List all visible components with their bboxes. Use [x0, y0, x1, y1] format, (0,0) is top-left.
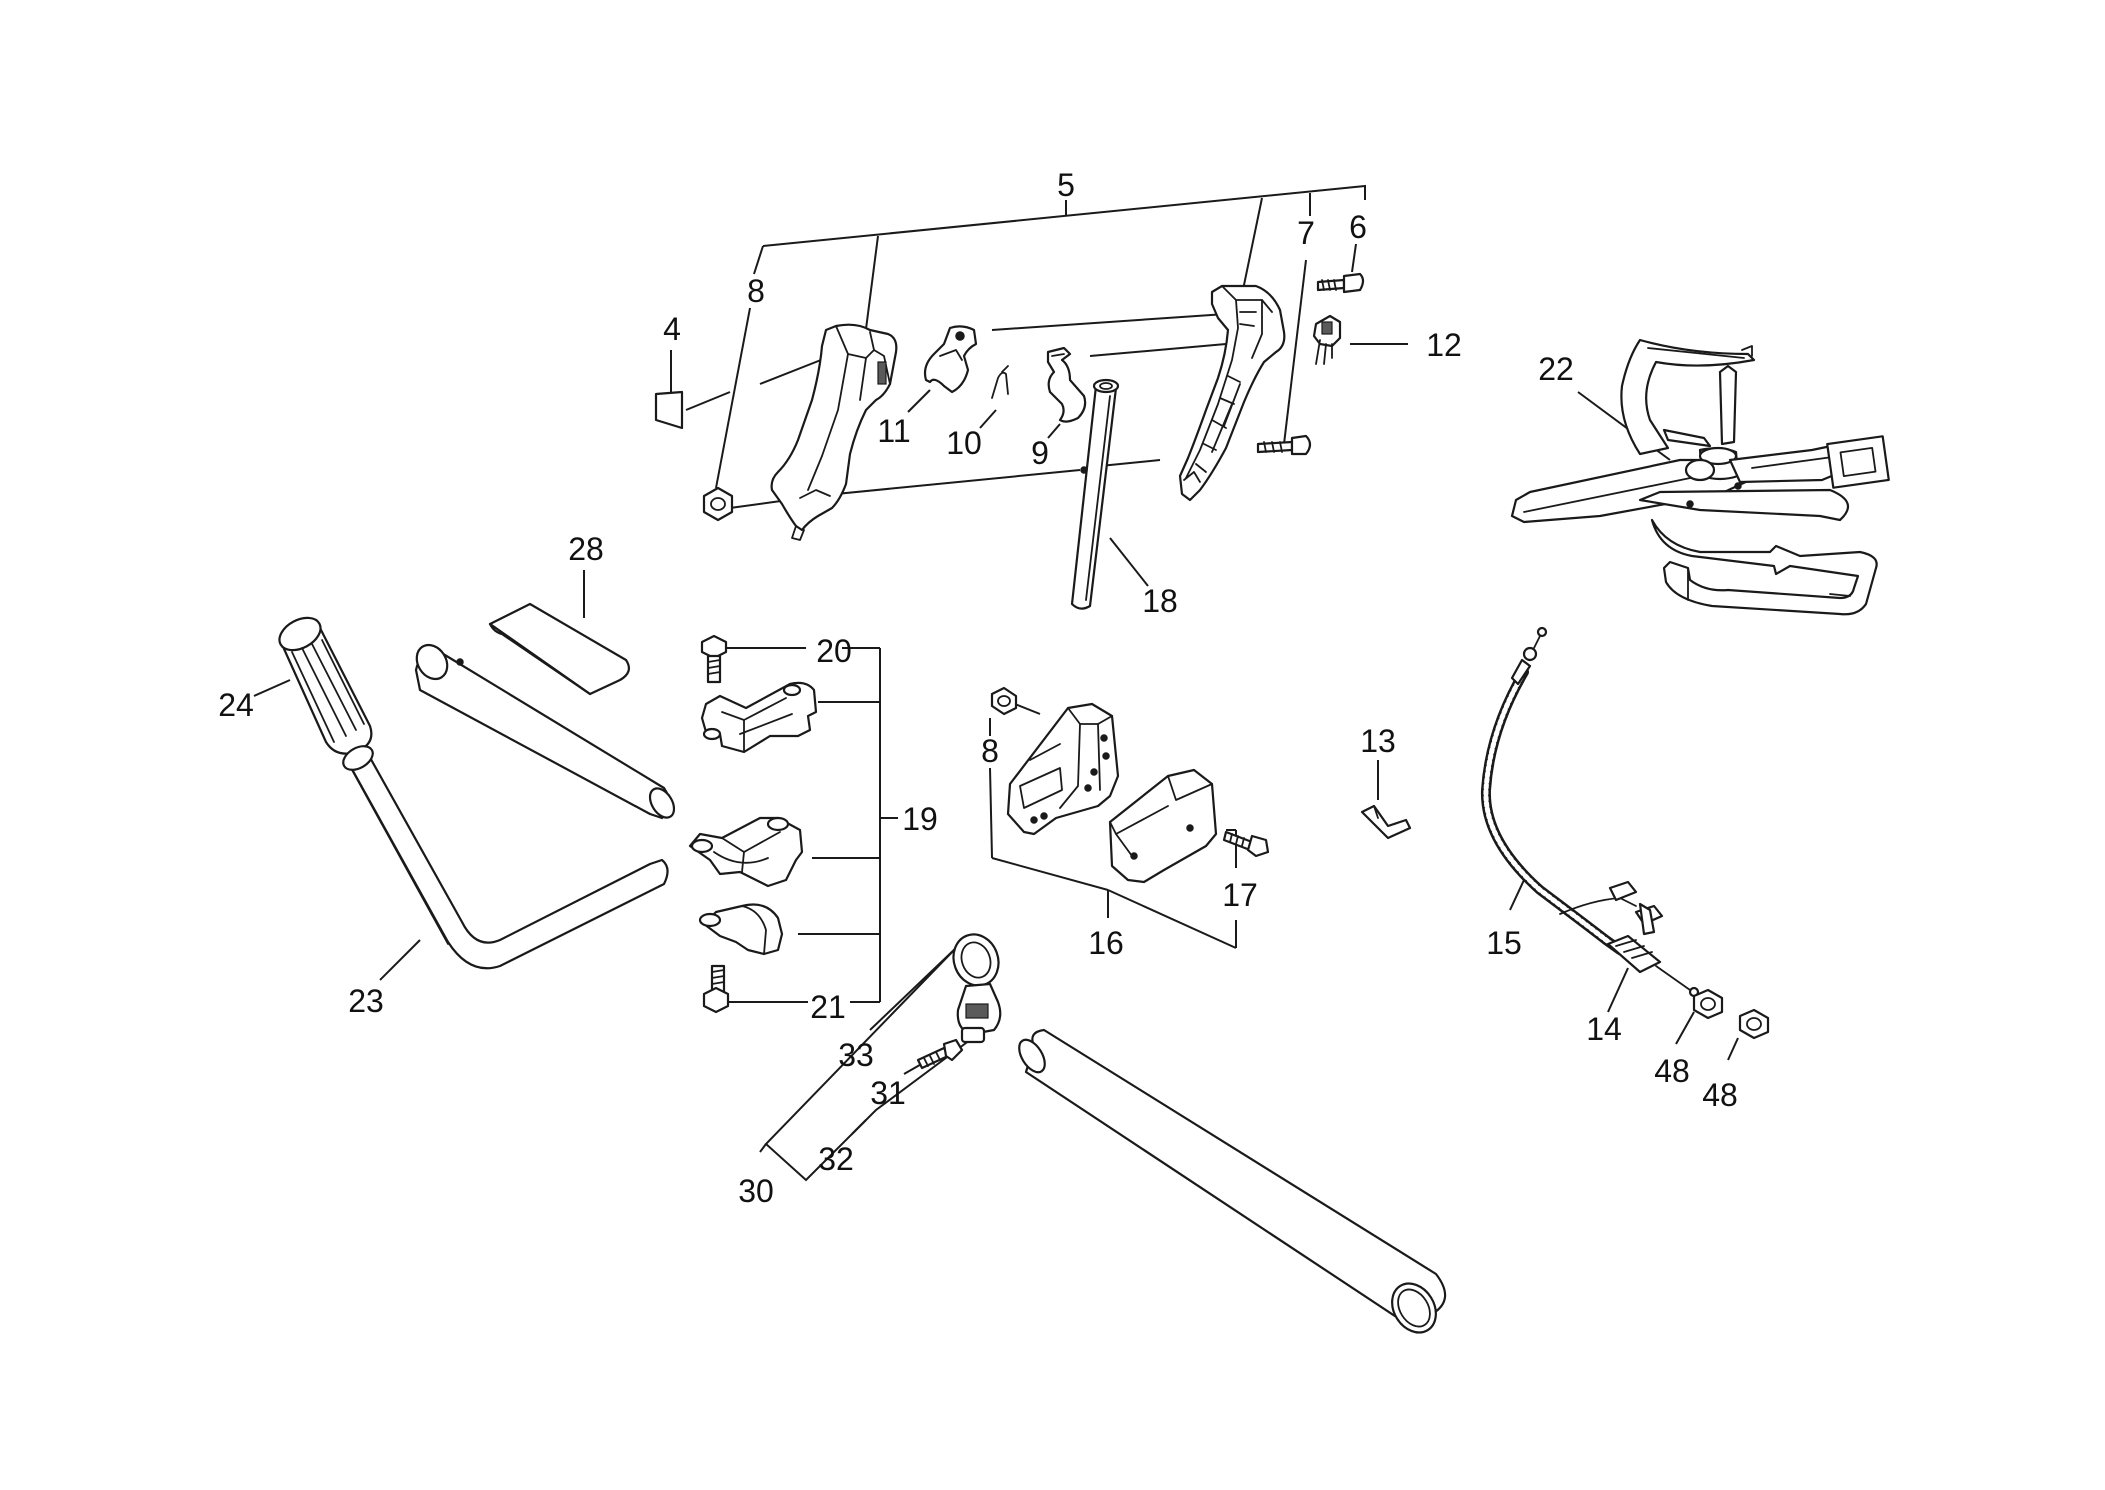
label-9: 9	[1031, 435, 1049, 471]
label-19: 19	[902, 801, 938, 837]
label-23: 23	[348, 983, 384, 1019]
label-20: 20	[816, 633, 852, 669]
part-22-harness	[1510, 338, 1890, 616]
part-8-nut-middle	[990, 686, 1018, 716]
part-12-stop-switch	[1312, 314, 1342, 365]
label-14: 14	[1586, 1011, 1622, 1047]
part-8-nut-top	[702, 486, 734, 522]
part-48-nut-b	[1738, 1008, 1770, 1040]
label-8-top: 8	[747, 273, 765, 309]
part-21-bolt	[702, 964, 730, 1014]
part-14-cable-end	[1606, 934, 1700, 998]
part-10-spring	[991, 365, 1009, 399]
part-19-clamp-lower	[698, 903, 784, 956]
label-31: 31	[870, 1075, 906, 1111]
part-20-bolt	[700, 634, 728, 684]
left-handle-tube	[414, 643, 676, 820]
part-31-screw	[916, 1038, 964, 1070]
part-13-clip	[1360, 804, 1412, 840]
throttle-handle-left-half	[770, 323, 898, 541]
label-6: 6	[1349, 209, 1367, 245]
label-30: 30	[738, 1173, 774, 1209]
part-48-nut-a	[1692, 988, 1724, 1020]
part-19-clamp-upper	[700, 681, 818, 754]
part-15-throttle-cable	[1480, 626, 1664, 955]
part-28-pad	[488, 602, 631, 696]
part-33-ring-clamp	[952, 933, 1002, 1044]
label-24: 24	[218, 687, 254, 723]
main-shaft-tube	[1018, 1028, 1447, 1334]
part-19-clamp-middle	[688, 816, 804, 888]
label-28: 28	[568, 531, 604, 567]
label-15: 15	[1486, 925, 1522, 961]
throttle-handle-right-half	[1178, 284, 1286, 502]
part-4-label-plate	[654, 390, 684, 430]
label-48-b: 48	[1702, 1077, 1738, 1113]
part-18-shaft-tube	[1070, 378, 1120, 610]
label-17: 17	[1222, 877, 1258, 913]
part-9-safety-lever	[1046, 346, 1087, 423]
part-11-throttle-trigger	[923, 325, 978, 394]
part-6-screw	[1316, 272, 1365, 294]
label-12: 12	[1426, 327, 1462, 363]
part-labels: 5 7 6 8 4 12 22 11 10 9 18 28 20 24 8 13…	[218, 167, 1738, 1209]
label-21: 21	[810, 989, 846, 1025]
label-16: 16	[1088, 925, 1124, 961]
label-32: 32	[818, 1141, 854, 1177]
part-24-grip	[278, 616, 373, 755]
label-10: 10	[946, 425, 982, 461]
label-5: 5	[1057, 167, 1075, 203]
part-16-bracket-rear	[1108, 768, 1218, 884]
label-8-middle: 8	[981, 733, 999, 769]
label-48-a: 48	[1654, 1053, 1690, 1089]
label-22: 22	[1538, 351, 1574, 387]
label-7: 7	[1297, 215, 1315, 251]
part-17-screw	[1222, 830, 1270, 858]
label-18: 18	[1142, 583, 1178, 619]
label-13: 13	[1360, 723, 1396, 759]
part-7-screw	[1256, 434, 1312, 456]
label-4: 4	[663, 311, 681, 347]
part-16-bracket-front	[1006, 702, 1120, 836]
part-23-handle-bar	[342, 745, 669, 970]
label-11: 11	[877, 413, 910, 449]
label-33: 33	[838, 1037, 874, 1073]
